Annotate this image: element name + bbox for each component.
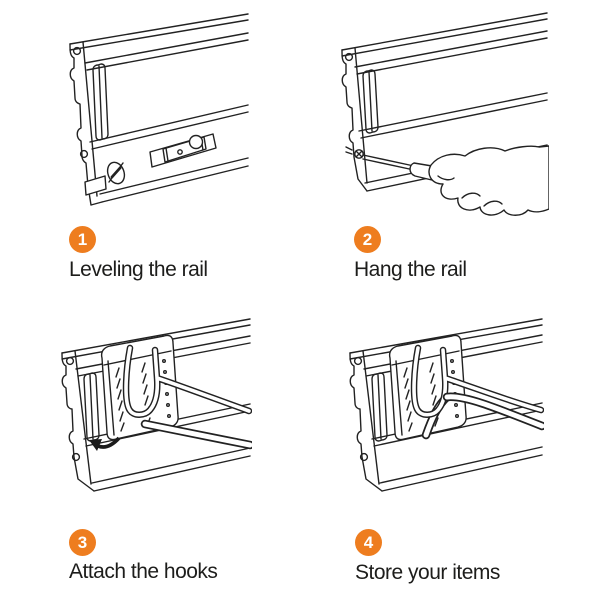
rail-level-drawing — [69, 13, 249, 206]
screw-hole — [359, 452, 369, 462]
screw-hole — [344, 52, 354, 62]
hook-attach-illustration — [56, 311, 252, 497]
hand-icon — [428, 145, 549, 216]
screwdriver-shaft — [362, 154, 415, 167]
rail-channel — [362, 69, 379, 134]
rail-end-cap — [69, 43, 103, 206]
screw-hole — [353, 356, 363, 366]
rail-end-cap — [341, 49, 368, 192]
hand-screwing-rail-illustration — [334, 5, 549, 217]
rail-channel — [92, 63, 109, 141]
rotate-arrow-icon — [89, 436, 121, 451]
rail-end-cap — [61, 352, 95, 492]
step-caption: Leveling the rail — [69, 258, 208, 281]
screw-hole — [72, 46, 82, 56]
step-number-badge: 1 — [69, 226, 96, 253]
step-number-badge: 2 — [354, 226, 381, 253]
rail-end-cap — [349, 352, 383, 492]
rail-hook-drawing — [61, 318, 252, 492]
step-caption: Store your items — [355, 561, 500, 584]
rail-with-level-illustration — [64, 6, 254, 216]
screw-hole — [79, 149, 89, 159]
level-bubble — [188, 134, 204, 150]
step-caption: Hang the rail — [354, 258, 467, 281]
item-handle — [140, 419, 252, 450]
rail-screwdriver-drawing — [341, 12, 549, 216]
screw-hole — [65, 356, 75, 366]
step-number-badge: 4 — [355, 529, 382, 556]
item-in-hook-illustration — [344, 311, 544, 497]
hook-icon — [122, 344, 252, 418]
screw-thread — [345, 146, 353, 155]
step-caption: Attach the hooks — [69, 560, 218, 583]
step-number-badge: 3 — [69, 529, 96, 556]
rail-stored-item-drawing — [349, 318, 544, 492]
screw-hole — [71, 452, 81, 462]
hook-icon — [410, 344, 544, 418]
rail-channel — [371, 372, 388, 442]
rail-tab — [84, 175, 107, 196]
item-handle-front — [442, 392, 544, 431]
rail-channel — [83, 372, 100, 442]
